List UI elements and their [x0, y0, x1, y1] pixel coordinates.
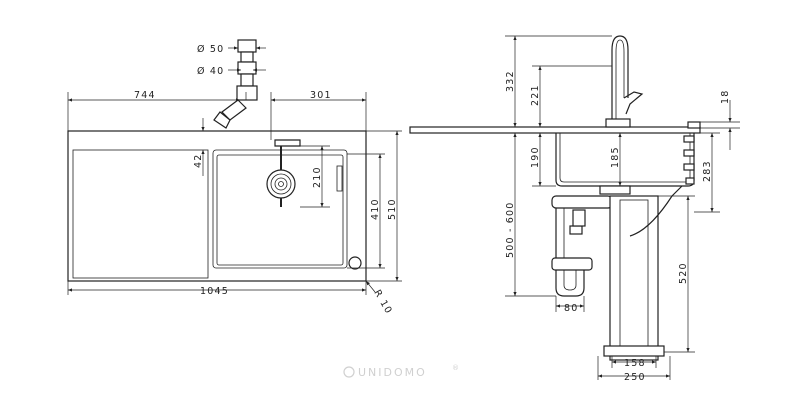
label-1045: 1045 [200, 286, 229, 297]
sink-outline [67, 130, 367, 282]
drain-strainer [266, 169, 296, 199]
watermark-text: UNIDOMO [358, 366, 427, 379]
drainboard [72, 149, 209, 279]
label-42: 42 [193, 154, 204, 169]
label-80: 80 [564, 303, 579, 314]
label-332: 332 [505, 70, 516, 92]
label-d50: Ø 50 [197, 44, 224, 55]
tap-hole [348, 256, 362, 270]
side-view [409, 35, 740, 380]
label-190: 190 [530, 146, 541, 168]
faucet [605, 35, 644, 128]
label-221: 221 [530, 84, 541, 106]
label-210: 210 [312, 166, 323, 188]
label-185: 185 [610, 146, 621, 168]
watermark-registered: ® [452, 364, 461, 372]
cabinet-support [603, 185, 683, 361]
watermark-logo-icon [343, 366, 355, 378]
top-view [67, 39, 402, 295]
label-744: 744 [134, 90, 156, 101]
label-283: 283 [702, 160, 713, 182]
countertop [409, 126, 701, 134]
siphon-top-view [213, 39, 258, 129]
siphon-section [551, 185, 631, 297]
label-158: 158 [624, 358, 646, 369]
label-250: 250 [624, 372, 646, 383]
label-301: 301 [310, 90, 332, 101]
label-r10: R 10 [371, 288, 394, 316]
bowl-section [555, 133, 695, 187]
label-500-600: 500 - 600 [505, 201, 516, 258]
label-510: 510 [387, 198, 398, 220]
watermark: UNIDOMO ® [343, 364, 461, 379]
label-520: 520 [678, 262, 689, 284]
label-d40: Ø 40 [197, 66, 224, 77]
dimension-labels: Ø 50 Ø 40 744 301 42 210 410 510 1045 R … [134, 44, 731, 383]
label-18: 18 [720, 90, 731, 105]
label-410: 410 [370, 198, 381, 220]
